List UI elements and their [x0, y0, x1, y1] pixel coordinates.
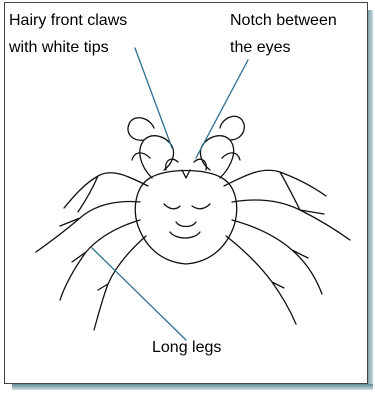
crab-left-leg-3 [60, 220, 140, 300]
claws-pointer [135, 48, 172, 148]
crab-drawing [36, 116, 350, 330]
legs-label: Long legs [152, 338, 221, 358]
crab-carapace-detail [164, 204, 210, 238]
crab-left-claw [128, 118, 174, 178]
claws-label-line-2: with white tips [9, 38, 109, 58]
crab-carapace [135, 171, 236, 265]
crab-right-leg-2 [232, 200, 350, 240]
claws-label-line-1: Hairy front claws [9, 11, 127, 31]
crab-right-claw [200, 116, 244, 178]
crab-right-leg-1 [224, 170, 326, 210]
crab-right-leg-4 [226, 236, 296, 324]
notch-label-line-1: Notch between [230, 11, 337, 31]
notch-pointer [196, 60, 248, 158]
label-pointers [92, 48, 248, 340]
crab-left-leg-4 [94, 236, 146, 330]
notch-label-line-2: the eyes [230, 38, 290, 58]
crab-left-leg-2 [36, 202, 140, 252]
crab-right-leg-3 [232, 220, 322, 294]
